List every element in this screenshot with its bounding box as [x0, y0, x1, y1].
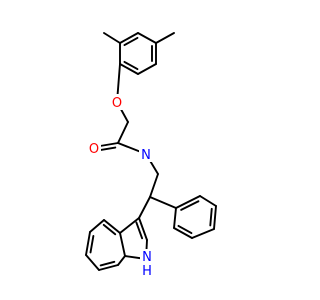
bond-b5-b6	[85, 231, 91, 256]
bond-r1-r2	[119, 32, 139, 44]
bond-i3-i3a	[119, 217, 140, 234]
atom-o-carbonyl-label: O	[89, 142, 99, 157]
bond-p4-p5	[191, 228, 215, 239]
bond-b8-i7a	[117, 255, 126, 266]
atom-o-carbonyl: O	[87, 140, 101, 157]
bond-p1-p2-inner	[180, 200, 200, 211]
bond-r2-r3	[137, 32, 157, 44]
atom-o-ether-label: O	[112, 96, 122, 111]
bond-p5-p6	[173, 227, 193, 239]
bond-r1-r2-inner	[123, 36, 139, 47]
bond-r3-me2	[155, 32, 175, 44]
bond-p3-p4-inner	[209, 207, 213, 227]
bond-ch-p1	[149, 196, 177, 209]
atom-n-amide-label: N	[141, 148, 151, 163]
bond-c1-ch	[149, 173, 159, 198]
bond-r5-r6	[119, 63, 139, 75]
bond-ch2-co	[117, 121, 129, 144]
atom-n-indole: N H	[140, 249, 154, 279]
molecule-drawing: O O N N H	[85, 32, 217, 279]
atom-n-indole-label: N	[142, 250, 152, 265]
atom-labels: O O N N H	[87, 94, 154, 279]
bond-p5-p6-inner	[177, 224, 193, 235]
bond-ch-i3	[138, 196, 151, 219]
structure-diagram: O O N N H	[85, 32, 217, 279]
bond-i3-i2-inner	[135, 221, 144, 240]
bond-lines	[85, 32, 217, 271]
bond-r5-r6-inner	[123, 60, 139, 71]
bond-p6-p1	[173, 207, 177, 229]
bond-b5-b6-inner	[89, 234, 95, 254]
bond-i3a-b4	[103, 219, 121, 234]
atom-n-amide: N	[139, 146, 153, 163]
bond-i3a-b4-inner	[102, 223, 117, 236]
bond-r4-r5	[137, 63, 157, 75]
bond-b6-b7	[85, 254, 100, 271]
bond-p2-p3	[199, 195, 217, 207]
bond-p1-p2	[175, 195, 201, 209]
atom-h-indole-label: H	[142, 264, 152, 279]
bond-i3-i2	[138, 217, 148, 241]
atom-o-ether: O	[110, 94, 124, 111]
bond-i7a-i3a	[119, 232, 126, 257]
bond-b7-b8-inner	[99, 260, 116, 267]
bond-b4-b5	[89, 219, 105, 233]
bond-me1-r1	[103, 32, 121, 44]
bond-b7-b8	[98, 264, 119, 271]
bond-p3-p4	[213, 205, 217, 230]
